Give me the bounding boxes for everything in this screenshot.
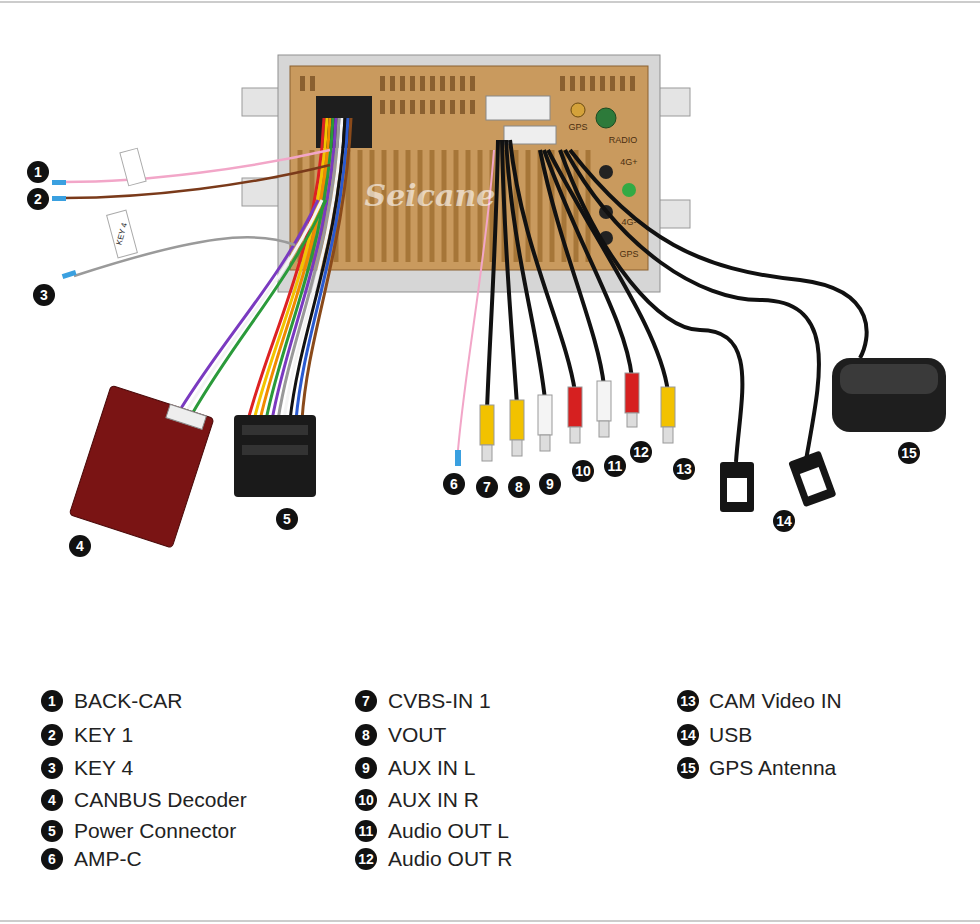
part-name: KEY 1: [74, 722, 133, 748]
callout-number: 6: [443, 473, 465, 495]
callout-number: 11: [355, 820, 377, 842]
part-name: CANBUS Decoder: [74, 787, 247, 813]
callout-number: 14: [773, 510, 795, 532]
callout-number: 2: [41, 724, 63, 746]
callout-number: 11: [604, 455, 626, 477]
callout-number: 13: [673, 458, 695, 480]
port-label: GPS: [568, 122, 587, 133]
part-name: CAM Video IN: [709, 688, 842, 714]
callout-number: 5: [41, 820, 63, 842]
callout-number: 5: [276, 508, 298, 530]
callout-number: 9: [539, 473, 561, 495]
part-name: CVBS-IN 1: [388, 688, 491, 714]
callout-number: 13: [677, 690, 699, 712]
part-name: AUX IN R: [388, 787, 479, 813]
part-name: Power Connector: [74, 818, 236, 844]
part-name: Audio OUT R: [388, 846, 513, 872]
callout-number: 1: [27, 161, 49, 183]
port-label: 4G+: [620, 157, 637, 168]
part-name: GPS Antenna: [709, 755, 836, 781]
callout-number: 10: [572, 460, 594, 482]
callout-number: 7: [355, 690, 377, 712]
callout-number: 12: [630, 441, 652, 463]
callout-number: 8: [355, 724, 377, 746]
watermark: Seicane: [365, 179, 496, 213]
callout-number: 9: [355, 757, 377, 779]
callout-number: 14: [677, 724, 699, 746]
callout-number: 12: [355, 848, 377, 870]
part-name: USB: [709, 722, 752, 748]
callout-number: 3: [41, 757, 63, 779]
part-name: VOUT: [388, 722, 446, 748]
callout-number: 15: [898, 442, 920, 464]
callout-number: 6: [41, 848, 63, 870]
port-label: 4G-: [621, 217, 636, 228]
part-name: Audio OUT L: [388, 818, 509, 844]
callout-number: 2: [27, 188, 49, 210]
callout-number: 4: [41, 789, 63, 811]
port-label: GPS: [619, 249, 638, 260]
callout-number: 4: [69, 535, 91, 557]
part-name: AUX IN L: [388, 755, 476, 781]
callout-number: 1: [41, 690, 63, 712]
callout-number: 15: [677, 757, 699, 779]
part-name: BACK-CAR: [74, 688, 183, 714]
callout-number: 8: [508, 476, 530, 498]
callout-number: 7: [476, 476, 498, 498]
callout-number: 10: [355, 789, 377, 811]
port-label: RADIO: [609, 135, 638, 146]
callout-number: 3: [33, 284, 55, 306]
part-name: AMP-C: [74, 846, 142, 872]
part-name: KEY 4: [74, 755, 133, 781]
